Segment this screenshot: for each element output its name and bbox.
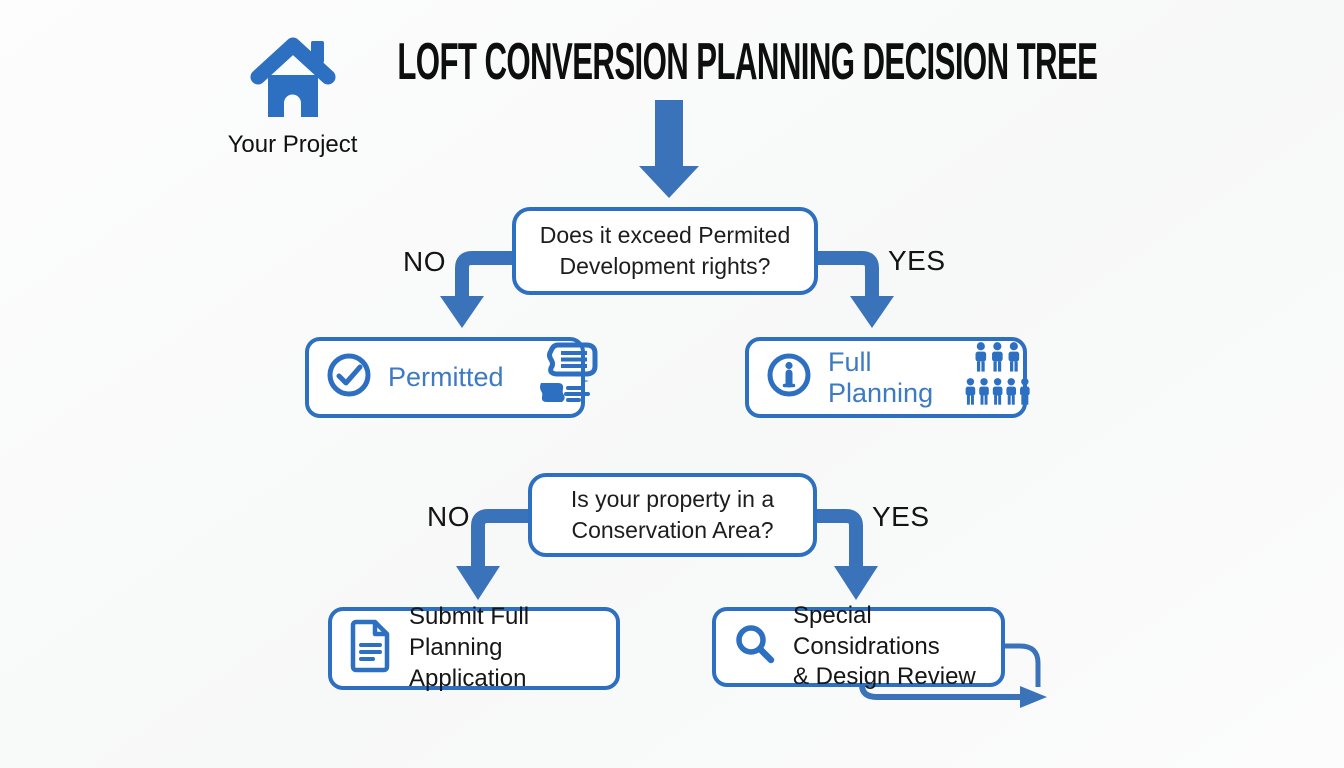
search-icon	[732, 622, 778, 673]
decision-question-line: Conservation Area?	[571, 517, 774, 543]
people-group-icon	[963, 340, 1031, 415]
outcome-label: Permitted	[388, 362, 504, 392]
decision1-yes-connector	[814, 251, 894, 328]
yes-label-decision1: YES	[888, 245, 946, 276]
project-badge: Your Project	[205, 34, 380, 159]
decision-question-line: Development rights?	[559, 253, 771, 279]
outcome-text: Submit Full Planning Application	[409, 602, 600, 694]
check-circle-icon	[325, 351, 373, 404]
outcome-node-submit-application: Submit Full Planning Application	[328, 603, 620, 692]
page-title: LOFT CONVERSION PLANNING DECISION TREE	[396, 33, 1098, 91]
decision-question-line: Does it exceed Permited	[539, 221, 791, 248]
outcome-text-line: Application	[409, 664, 527, 692]
no-label-decision2: NO	[427, 501, 470, 532]
info-circle-icon	[765, 351, 813, 404]
outcome-node-full-planning: Full Planning	[745, 337, 1030, 418]
down-arrow-icon	[639, 100, 699, 198]
outcome-text-line: & Design Review	[793, 663, 976, 691]
outcome-label: Full Planning	[828, 346, 934, 408]
yes-label-decision2: YES	[872, 501, 930, 532]
decision-node-permitted-development: Does it exceed Permited Development righ…	[512, 207, 818, 295]
no-label-decision1: NO	[403, 246, 446, 277]
project-label: Your Project	[227, 131, 358, 158]
decision2-yes-connector	[812, 509, 878, 600]
outcome-text: Special Considrations & Design Review	[793, 601, 985, 693]
outcome-text-line: Special Considrations	[793, 601, 940, 660]
ticket-stack-icon	[534, 342, 598, 413]
document-icon	[348, 619, 394, 678]
house-icon	[247, 34, 339, 124]
decision1-no-connector	[440, 251, 516, 328]
outcome-node-permitted: Permitted	[305, 337, 598, 418]
outcome-text-line: Submit Full Planning	[409, 603, 530, 662]
decision-question-line: Is your property in a	[570, 485, 775, 512]
outcome-node-special-considerations: Special Considrations & Design Review	[712, 602, 1005, 690]
decision-node-conservation-area: Is your property in a Conservation Area?	[528, 473, 817, 557]
